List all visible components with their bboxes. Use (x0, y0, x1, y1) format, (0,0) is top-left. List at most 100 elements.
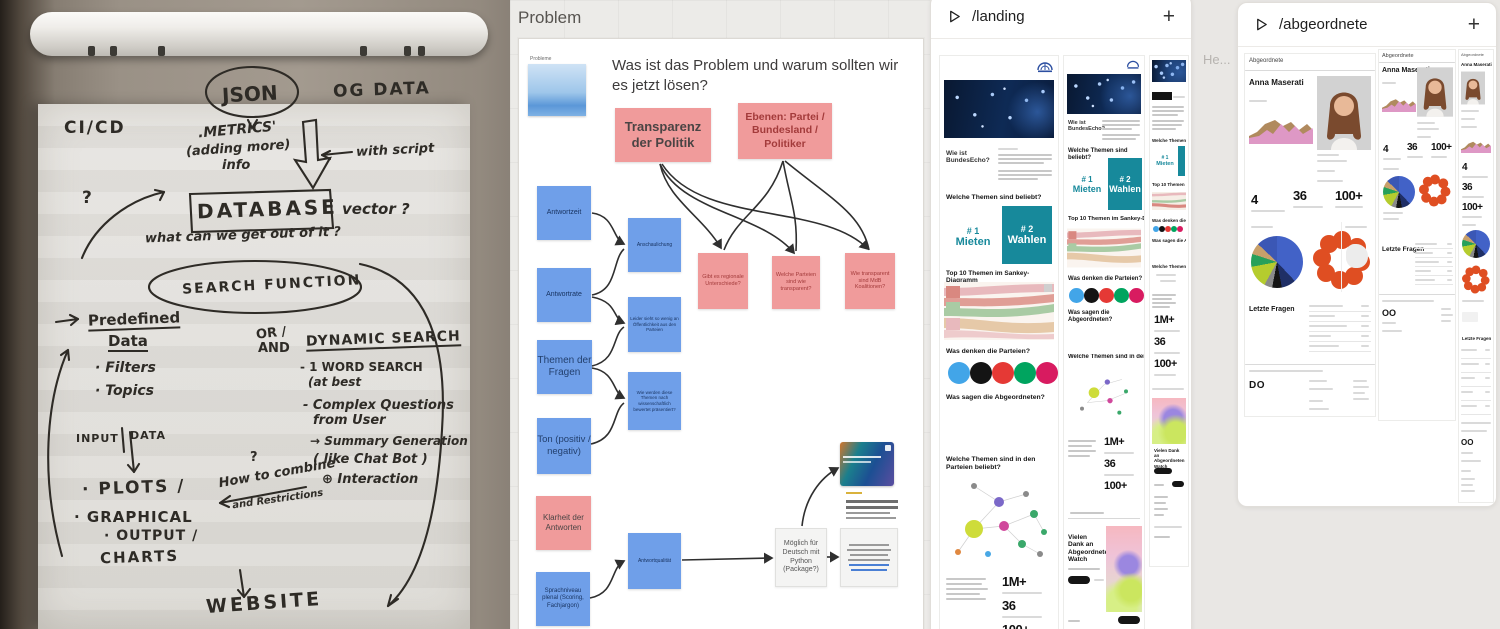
canvas-frame-note[interactable]: He... (1203, 52, 1231, 67)
sticky-wissenschaftlich[interactable]: Wie werden diese Themen nach wissenschaf… (628, 372, 681, 430)
abgeordnete-panel[interactable]: /abgeordnete + Abgeordnete Anna Maserati (1237, 2, 1497, 507)
person-name: Anna Maserati (1249, 78, 1304, 87)
sticky-python[interactable]: Möglich für Deutsch mit Python (Package?… (775, 528, 827, 587)
note-data: Data (108, 332, 148, 352)
landing-page-thumb-1[interactable]: Wie ist BundesEcho? Welche Themen sind b… (939, 55, 1059, 629)
landing-themen-parteien-heading: Welche Themen sind in den Parteien belie… (946, 456, 1036, 471)
landing-parteien-heading: Was denken die Parteien? (1152, 218, 1186, 223)
play-icon[interactable] (947, 9, 962, 24)
stat-4: 4 (1462, 162, 1468, 173)
landing-panel-name[interactable]: /landing (972, 8, 1025, 25)
sticky-antwortzeit[interactable]: Antwortzeit (537, 186, 591, 240)
person-portrait (1461, 71, 1485, 105)
note-cicd: CI/CD (64, 118, 126, 138)
landing-beliebt-heading: Welche Themen sind beliebt? (1068, 148, 1128, 161)
topics-pie-chart (1383, 176, 1415, 208)
clamp-mark (404, 46, 411, 56)
party-dot-black (1159, 226, 1165, 232)
activity-area-chart (1249, 120, 1313, 144)
landing-wie-heading: Wie ist BundesEcho? (946, 150, 990, 165)
landing-parteien-heading: Was denken die Parteien? (946, 348, 1030, 355)
play-icon[interactable] (1254, 17, 1269, 32)
footer-button[interactable] (1172, 481, 1184, 487)
link-preview-titleline (843, 461, 871, 463)
sticky-wortwahl[interactable]: Antwortqualität (628, 533, 681, 589)
stat-4: 4 (1251, 192, 1258, 207)
landing-add-button[interactable]: + (1162, 5, 1175, 28)
landing-panel[interactable]: /landing + Wie ist BundesEcho? Welche Th… (930, 0, 1192, 629)
board-question[interactable]: Was ist das Problem und warum sollten wi… (612, 57, 899, 95)
abgeordnete-add-button[interactable]: + (1467, 13, 1480, 36)
stat-100: 100+ (1431, 142, 1452, 153)
abgeordnete-panel-name[interactable]: /abgeordnete (1279, 16, 1368, 33)
clamp-mark (418, 46, 425, 56)
landing-page-thumb-2[interactable]: Wie ist BundesEcho? Welche Themen sind b… (1063, 55, 1145, 629)
rank1-mieten: # 1 Mieten (1156, 155, 1174, 167)
newsletter-input[interactable] (1068, 508, 1140, 519)
stat-36: 36 (1154, 336, 1166, 348)
page-title: Abgeordnete (1249, 58, 1284, 64)
sticky-anschaulichung[interactable]: Anschaulichung (628, 218, 681, 272)
sticky-sprachniveau[interactable]: Sprachniveau plenal (Scoring, Fachjargon… (536, 572, 590, 626)
sticky-parteien-transparent[interactable]: Welche Parteien sind wie transparent? (772, 256, 820, 309)
sticky-oeffentlichkeit[interactable]: Leider sieht so wenig an Öffentlichkeit … (628, 297, 681, 352)
landing-parteien-heading: Was denken die Parteien? (1068, 276, 1143, 282)
cta-button[interactable] (1068, 576, 1090, 584)
parliament-chart (962, 408, 1038, 446)
stat-100: 100+ (1335, 188, 1363, 203)
thanks-image (1106, 526, 1142, 612)
sticky-ebenen[interactable]: Ebenen: Partei / Bundesland / Politiker (738, 103, 832, 159)
activity-area-chart (1461, 141, 1491, 153)
sankey-diagram (1152, 192, 1186, 210)
landing-sankey-heading: Top 10 Themen im Sankey-Diagramm (946, 270, 1030, 285)
topics-pie-chart (1462, 230, 1490, 258)
sticky-themen[interactable]: Themen der Fragen (537, 340, 592, 394)
sankey-diagram (1067, 228, 1141, 268)
sticky-ton[interactable]: Ton (positiv / negativ) (537, 418, 591, 474)
sticky-antwortrate[interactable]: Antwortrate (537, 268, 591, 322)
party-dot-blue (1069, 288, 1084, 303)
landing-danke-heading: Vielen Dank an Abgeordneten Watch (1068, 534, 1113, 564)
hero-image (1067, 74, 1141, 114)
abgeordnete-page-thumb-3[interactable]: Abgeordnete Anna Maserati 4 36 100+ (1458, 49, 1494, 503)
stat-36: 36 (1407, 142, 1418, 153)
link-caption-line (846, 492, 862, 494)
flipchart-photo: JSON OG DATA CI/CD .METRICS' (adding mor… (0, 0, 510, 629)
landing-abgeordnete-heading: Was sagen die Abgeordneten? (1152, 238, 1186, 243)
abgeordnete-page-thumb-2[interactable]: Abgeordnete Anna Maserati 4 36 100+ (1378, 49, 1456, 421)
whiteboard-canvas[interactable]: Problem Probleme Was ist das Problem und… (510, 0, 930, 629)
landing-beliebt-heading: Welche Themen sind beliebt? (1152, 138, 1186, 143)
frame-title[interactable]: Problem (518, 8, 582, 27)
landing-page-thumb-3[interactable]: Welche Themen sind beliebt? # 1 Mieten T… (1149, 55, 1189, 567)
party-dot-magenta (1129, 288, 1144, 303)
image-thumb-label: Probleme (530, 56, 552, 62)
note-chatbot: ( like Chat Bot ) (313, 452, 428, 467)
cta-button[interactable] (1154, 468, 1172, 474)
image-thumbnail[interactable] (528, 64, 586, 116)
stat-36: 36 (1293, 188, 1307, 203)
abgeordnete-panel-header: /abgeordnete + (1238, 3, 1496, 47)
hero-image (944, 80, 1054, 138)
stat-100: 100+ (1154, 358, 1177, 370)
landing-abgeordnete-heading: Was sagen die Abgeordneten? (946, 394, 1045, 401)
party-dot-green (1114, 288, 1129, 303)
board-connectors (589, 160, 870, 599)
landing-danke-heading: Vielen Dank an Abgeordneten Watch (1154, 448, 1185, 469)
stat-36: 36 (1462, 182, 1473, 193)
sticky-regionale[interactable]: Gibt es regionale Unterschiede? (698, 253, 748, 309)
note-question-2: ? (250, 450, 258, 465)
note-from-user: from User (313, 413, 386, 428)
sticky-source-note[interactable] (840, 528, 898, 587)
link-preview-image[interactable] (840, 442, 894, 486)
sticky-mdb[interactable]: Wie transparent sind MdB Koalitionen? (845, 253, 895, 309)
sticky-klarheit[interactable]: Klarheit der Antworten (536, 496, 591, 550)
abgeordnete-page-thumb-1[interactable]: Abgeordnete Anna Maserati 4 36 (1244, 53, 1376, 417)
landing-themen-parteien-heading: Welche Themen sind in den Parteien belie… (1152, 264, 1186, 269)
party-dot-black (1084, 288, 1099, 303)
note-info: info (222, 158, 251, 173)
footer-button[interactable] (1118, 616, 1140, 624)
bundesecho-logo-icon (1037, 62, 1053, 73)
activity-area-chart (1382, 99, 1416, 113)
party-dot-red (992, 362, 1014, 384)
sticky-transparenz[interactable]: Transparenz der Politik (615, 108, 711, 162)
